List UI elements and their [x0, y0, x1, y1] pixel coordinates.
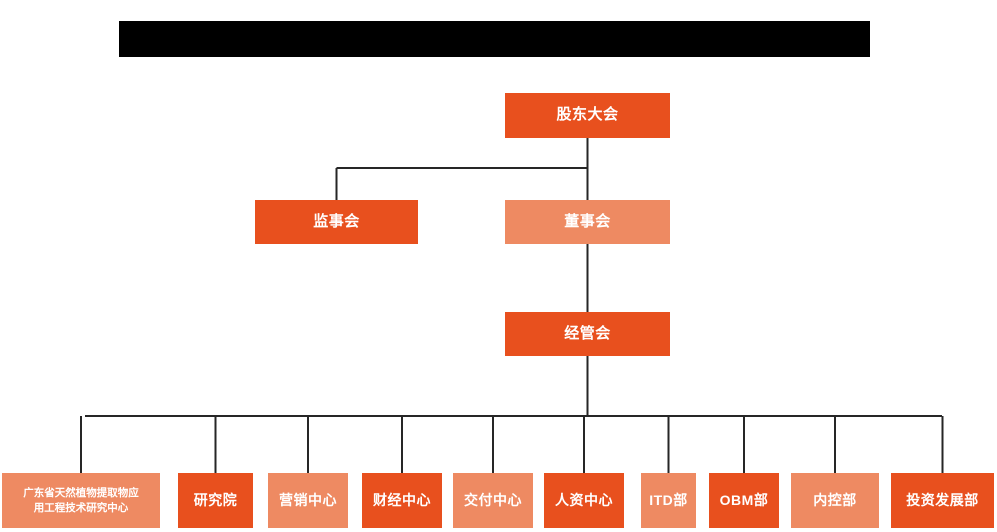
- org-node-dept-1[interactable]: 广东省天然植物提取物应 用工程技术研究中心: [2, 473, 160, 528]
- org-node-label: 交付中心: [464, 491, 522, 508]
- org-node-label: 董事会: [564, 212, 611, 230]
- org-node-dept-9[interactable]: 内控部: [791, 473, 879, 528]
- org-node-label: 研究院: [193, 491, 238, 508]
- org-node-dept-4[interactable]: 财经中心: [362, 473, 442, 528]
- org-node-label: 广东省天然植物提取物应 用工程技术研究中心: [23, 486, 139, 514]
- org-node-label: 人资中心: [555, 491, 613, 508]
- org-node-shareholders[interactable]: 股东大会: [505, 93, 670, 138]
- org-node-label: 监事会: [313, 212, 360, 230]
- org-node-directors[interactable]: 董事会: [505, 200, 670, 244]
- org-node-label: 投资发展部: [906, 491, 979, 508]
- org-node-label: 股东大会: [556, 106, 619, 124]
- org-node-dept-5[interactable]: 交付中心: [453, 473, 533, 528]
- org-node-dept-8[interactable]: OBM部: [709, 473, 779, 528]
- org-node-supervisors[interactable]: 监事会: [255, 200, 418, 244]
- redacted-title-bar: [119, 21, 870, 57]
- org-node-dept-2[interactable]: 研究院: [178, 473, 253, 528]
- org-node-label: 财经中心: [373, 491, 431, 508]
- org-node-dept-10[interactable]: 投资发展部: [891, 473, 994, 528]
- org-node-label: 营销中心: [279, 491, 337, 508]
- org-node-label: ITD部: [649, 491, 688, 508]
- org-node-dept-7[interactable]: ITD部: [641, 473, 696, 528]
- org-node-label: OBM部: [719, 491, 769, 508]
- org-node-management[interactable]: 经管会: [505, 312, 670, 356]
- org-node-dept-6[interactable]: 人资中心: [544, 473, 624, 528]
- org-node-label: 经管会: [564, 324, 611, 342]
- org-node-label: 内控部: [813, 491, 857, 508]
- org-node-dept-3[interactable]: 营销中心: [268, 473, 348, 528]
